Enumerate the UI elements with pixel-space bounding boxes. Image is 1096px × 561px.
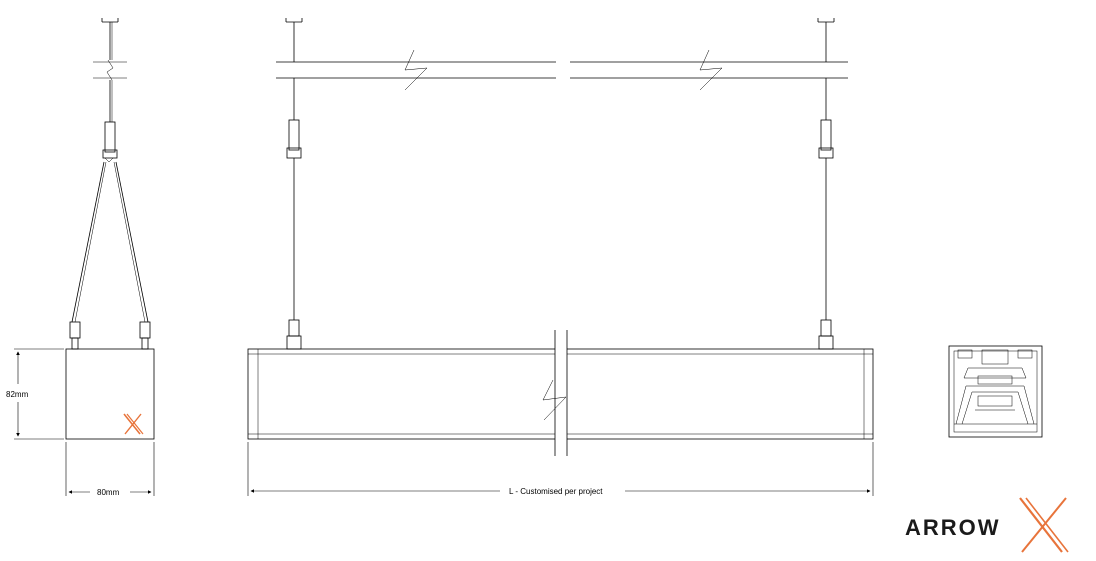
cable-gripper-right: [820, 119, 832, 151]
end-view: [948, 345, 1043, 438]
logo-wordmark: ARROW: [905, 515, 1001, 540]
side-view: [14, 18, 155, 496]
height-dimension-label: 82mm: [6, 390, 29, 399]
width-dimension-label: 80mm: [97, 488, 120, 497]
break-symbol-body: [542, 379, 567, 421]
luminaire-body-side: [65, 348, 155, 440]
logo-x-mark: [1019, 497, 1069, 553]
luminaire-body-front: [247, 330, 874, 456]
length-dimension-label: L - Customised per project: [509, 487, 603, 496]
break-symbol-ceiling-2: [699, 49, 723, 91]
cable-gripper: [104, 121, 116, 153]
front-view: [247, 18, 874, 496]
suspension-cable-right: [115, 161, 149, 323]
suspension-cable-left: [71, 161, 105, 323]
cable-gripper-left: [288, 119, 300, 151]
arrowx-logo: ARROW: [905, 497, 1069, 553]
x-brand-mark-small: [123, 413, 144, 435]
ceiling-canopy: [101, 18, 119, 23]
break-symbol-ceiling-1: [404, 49, 428, 91]
